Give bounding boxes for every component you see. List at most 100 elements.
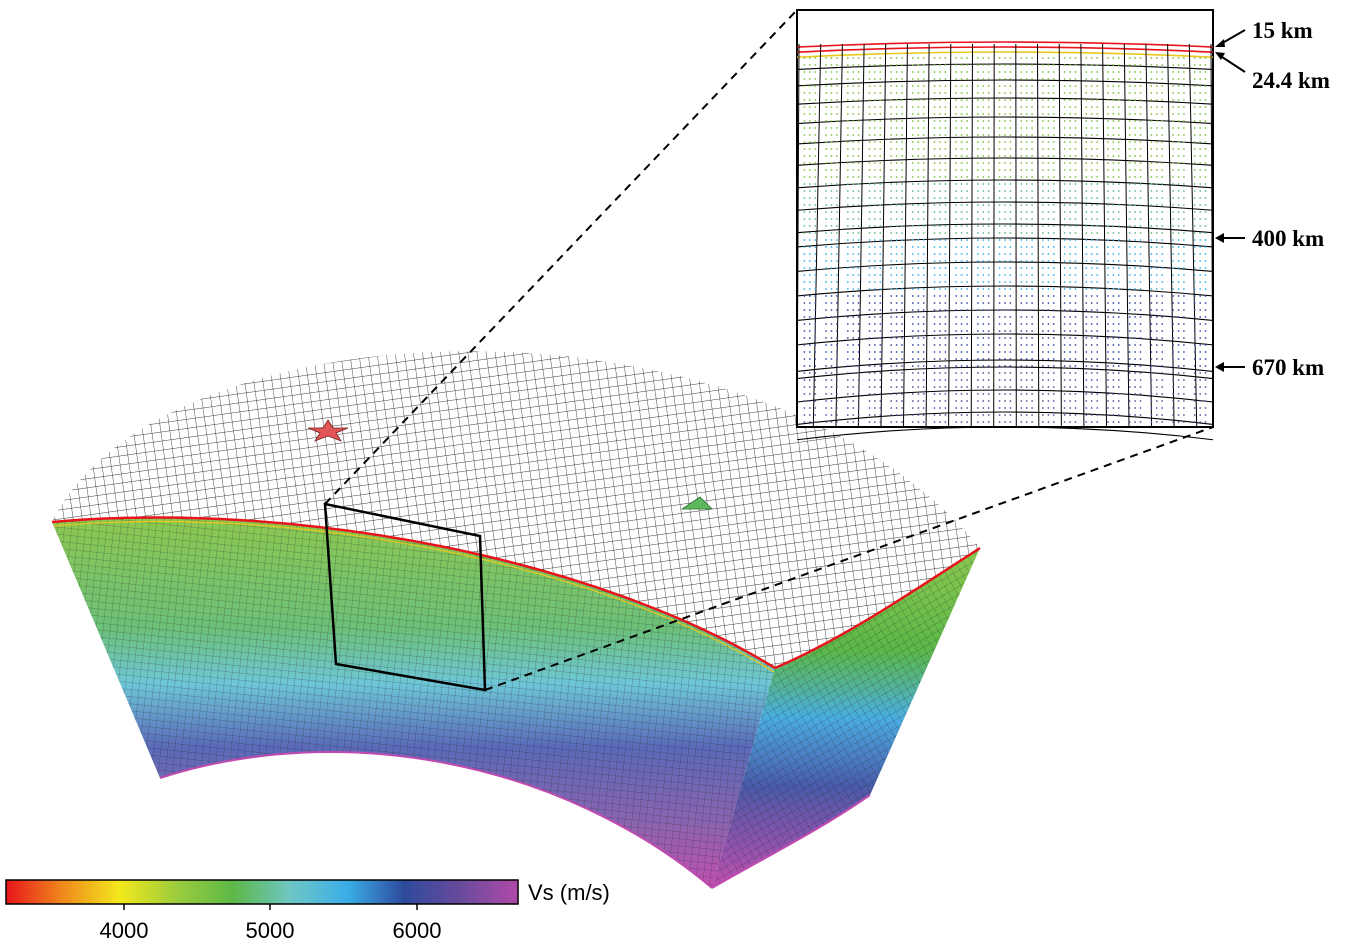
- inset-gll-point: [1020, 232, 1023, 234]
- inset-gll-point: [922, 281, 925, 283]
- inset-gll-point: [911, 288, 914, 290]
- inset-gll-point: [922, 274, 925, 276]
- inset-gll-point: [1112, 190, 1115, 192]
- inset-gll-point: [1150, 421, 1153, 423]
- inset-gll-point: [917, 288, 920, 290]
- inset-gll-point: [874, 246, 876, 248]
- inset-gll-point: [1117, 113, 1120, 115]
- inset-gll-point: [836, 113, 838, 115]
- inset-gll-point: [1009, 106, 1012, 108]
- inset-gll-point: [944, 365, 947, 367]
- inset-gll-point: [1074, 134, 1077, 136]
- inset-gll-point: [933, 288, 936, 290]
- inset-gll-point: [1063, 204, 1066, 206]
- inset-gll-point: [1074, 176, 1077, 178]
- inset-gll-point: [808, 421, 811, 423]
- inset-gll-point: [830, 372, 833, 374]
- inset-gll-point: [868, 57, 871, 59]
- inset-gll-point: [939, 106, 941, 108]
- inset-gll-point: [901, 57, 903, 59]
- inset-gll-point: [895, 351, 898, 353]
- inset-gll-point: [836, 386, 838, 388]
- inset-gll-point: [803, 71, 806, 73]
- inset-gll-point: [1107, 57, 1109, 59]
- inset-gll-point: [1107, 232, 1109, 234]
- inset-gll-point: [960, 141, 963, 143]
- inset-gll-point: [874, 113, 876, 115]
- inset-gll-point: [933, 197, 936, 199]
- inset-gll-point: [1117, 148, 1120, 150]
- inset-gll-point: [1128, 120, 1131, 122]
- inset-gll-point: [1063, 232, 1066, 234]
- inset-gll-point: [955, 302, 958, 304]
- inset-gll-point: [857, 260, 860, 262]
- inset-gll-point: [1074, 351, 1077, 353]
- inset-gll-point: [977, 134, 979, 136]
- inset-gll-point: [868, 302, 871, 304]
- inset-gll-point: [1025, 169, 1028, 171]
- inset-gll-point: [846, 421, 849, 423]
- inset-gll-point: [1199, 393, 1202, 395]
- inset-gll-point: [1112, 372, 1115, 374]
- inset-gll-point: [814, 316, 817, 318]
- inset-gll-point: [933, 113, 936, 115]
- inset-gll-point: [1134, 57, 1136, 59]
- inset-gll-point: [966, 106, 968, 108]
- inset-gll-point: [874, 421, 876, 423]
- inset-gll-point: [977, 358, 979, 360]
- inset-gll-point: [1107, 225, 1109, 227]
- inset-gll-point: [977, 211, 979, 213]
- inset-gll-point: [1107, 309, 1109, 311]
- triangle-icon: [680, 496, 713, 510]
- inset-gll-point: [1193, 218, 1196, 220]
- inset-gll-point: [1193, 176, 1196, 178]
- mesh-base-edge: [159, 751, 713, 889]
- inset-gll-point: [852, 379, 855, 381]
- inset-gll-point: [868, 190, 871, 192]
- inset-gll-point: [1199, 246, 1202, 248]
- inset-gll-point: [1204, 225, 1207, 227]
- inset-gll-point: [825, 288, 827, 290]
- inset-gll-point: [911, 393, 914, 395]
- inset-gll-point: [987, 421, 990, 423]
- inset-gll-point: [1204, 330, 1207, 332]
- inset-gll-point: [1112, 323, 1115, 325]
- inset-gll-point: [890, 344, 893, 346]
- inset-gll-point: [901, 169, 903, 171]
- inset-gll-point: [803, 309, 806, 311]
- inset-gll-point: [955, 99, 958, 101]
- inset-gll-point: [1112, 57, 1115, 59]
- inset-gll-point: [1150, 302, 1153, 304]
- inset-gll-point: [966, 407, 968, 409]
- inset-gll-point: [895, 190, 898, 192]
- inset-gll-point: [846, 316, 849, 318]
- inset-gll-point: [1139, 120, 1142, 122]
- inset-gll-point: [1025, 239, 1028, 241]
- inset-gll-point: [895, 421, 898, 423]
- inset-gll-point: [1177, 197, 1180, 199]
- inset-gll-point: [1172, 232, 1174, 234]
- inset-gll-point: [1204, 267, 1207, 269]
- inset-gll-point: [901, 232, 903, 234]
- inset-gll-point: [987, 99, 990, 101]
- inset-gll-point: [1004, 148, 1006, 150]
- inset-gll-point: [917, 267, 920, 269]
- inset-gll-point: [1183, 78, 1185, 80]
- inset-gll-point: [1009, 323, 1012, 325]
- inset-gll-point: [825, 351, 827, 353]
- inset-gll-point: [933, 71, 936, 73]
- inset-gll-point: [1052, 155, 1055, 157]
- inset-gll-point: [830, 85, 833, 87]
- inset-gll-point: [857, 113, 860, 115]
- inset-gll-point: [933, 176, 936, 178]
- inset-gll-point: [803, 246, 806, 248]
- inset-gll-point: [852, 421, 855, 423]
- inset-gll-point: [1090, 204, 1093, 206]
- inset-gll-point: [1107, 85, 1109, 87]
- inset-gll-point: [814, 302, 817, 304]
- inset-gll-point: [944, 183, 947, 185]
- inset-gll-point: [836, 134, 838, 136]
- inset-gll-point: [1112, 155, 1115, 157]
- inset-gll-point: [1047, 246, 1050, 248]
- inset-gll-point: [1161, 232, 1164, 234]
